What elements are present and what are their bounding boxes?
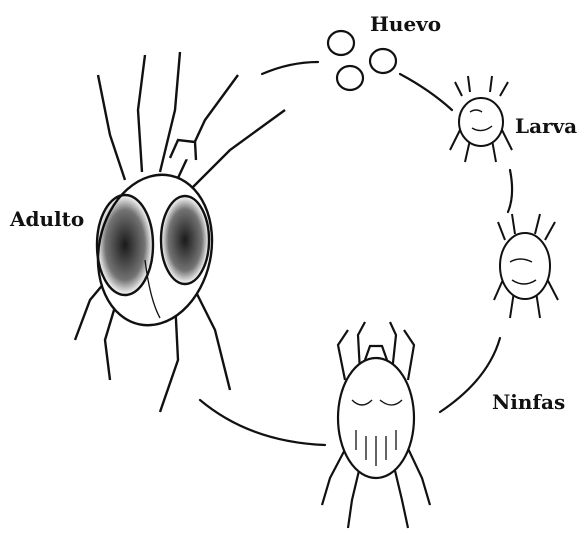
arc-egg-to-larva: [400, 74, 452, 110]
egg-1: [328, 31, 354, 55]
eggs: [328, 31, 396, 90]
stage-label-larva: Larva: [515, 116, 577, 136]
arc-adult-to-egg: [262, 62, 318, 74]
adult-figure: [75, 52, 285, 412]
nymph-figure-large: [322, 322, 430, 528]
arc-nymph-to-adult: [200, 400, 325, 445]
egg-2: [337, 66, 363, 90]
stage-label-adulto: Adulto: [10, 209, 84, 229]
arc-larva-to-nymph: [508, 170, 512, 212]
arc-nymph-to-nymph: [440, 338, 500, 412]
stage-label-huevo: Huevo: [370, 14, 441, 34]
stage-label-ninfas: Ninfas: [492, 392, 565, 412]
egg-3: [370, 49, 396, 73]
larva-figure: [450, 76, 512, 162]
nymph-figure-small: [494, 214, 558, 318]
